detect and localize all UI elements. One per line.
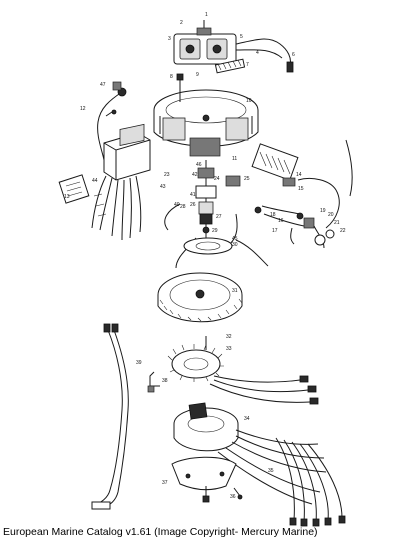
armature-plate <box>153 73 259 157</box>
callout-34: 34 <box>244 416 250 422</box>
callout-14: 14 <box>296 172 302 178</box>
callout-15: 15 <box>298 186 304 192</box>
callout-5: 5 <box>240 34 243 40</box>
trigger-housing <box>173 402 346 527</box>
left-small-hardware <box>97 81 127 161</box>
callout-13: 13 <box>64 194 70 200</box>
callout-46: 46 <box>196 162 202 168</box>
lower-left-cables <box>91 323 160 510</box>
callout-12: 12 <box>80 106 86 112</box>
callout-16: 16 <box>278 218 284 224</box>
retainer-plate <box>171 456 243 503</box>
callout-3: 3 <box>168 36 171 42</box>
callout-26: 26 <box>190 202 196 208</box>
image-caption: European Marine Catalog v1.61 (Image Cop… <box>3 526 318 538</box>
callout-44: 44 <box>92 178 98 184</box>
callout-18: 18 <box>270 212 276 218</box>
trigger-plate <box>183 237 269 267</box>
right-wiring <box>254 205 335 249</box>
callout-19: 19 <box>320 208 326 214</box>
callout-7: 7 <box>246 62 249 68</box>
callout-37: 37 <box>162 480 168 486</box>
callout-labels: 1 2 3 4 5 6 7 8 9 10 11 12 13 14 15 16 1… <box>64 12 346 500</box>
callout-22: 22 <box>340 228 346 234</box>
switch-box-assembly <box>173 20 294 74</box>
callout-33: 33 <box>226 346 232 352</box>
callout-36: 36 <box>230 494 236 500</box>
callout-39: 39 <box>136 360 142 366</box>
callout-25: 25 <box>244 176 250 182</box>
callout-4: 4 <box>256 50 259 56</box>
callout-8: 8 <box>170 74 173 80</box>
callout-42: 42 <box>192 172 198 178</box>
callout-47: 47 <box>100 82 106 88</box>
lower-stator <box>167 336 319 405</box>
callout-32: 32 <box>226 334 232 340</box>
rectifier <box>251 139 353 229</box>
callout-31: 31 <box>232 288 238 294</box>
callout-40: 40 <box>174 202 180 208</box>
callout-27: 27 <box>216 214 222 220</box>
cd-module <box>58 123 151 241</box>
callout-21: 21 <box>334 220 340 226</box>
callout-38: 38 <box>162 378 168 384</box>
callout-17: 17 <box>272 228 278 234</box>
callout-20: 20 <box>328 212 334 218</box>
callout-2: 2 <box>180 20 183 26</box>
callout-23: 23 <box>164 172 170 178</box>
callout-6: 6 <box>292 52 295 58</box>
callout-41: 41 <box>190 192 196 198</box>
callout-24: 24 <box>214 176 220 182</box>
callout-35: 35 <box>268 468 274 474</box>
callout-10: 10 <box>246 98 252 104</box>
flywheel <box>157 272 243 323</box>
callout-11: 11 <box>232 156 237 162</box>
callout-45: 45 <box>232 236 238 242</box>
callout-9: 9 <box>196 72 199 78</box>
callout-29: 29 <box>212 228 218 234</box>
callout-1: 1 <box>205 12 208 18</box>
callout-28: 28 <box>180 204 186 210</box>
callout-30: 30 <box>232 242 238 248</box>
callout-43: 43 <box>160 184 166 190</box>
